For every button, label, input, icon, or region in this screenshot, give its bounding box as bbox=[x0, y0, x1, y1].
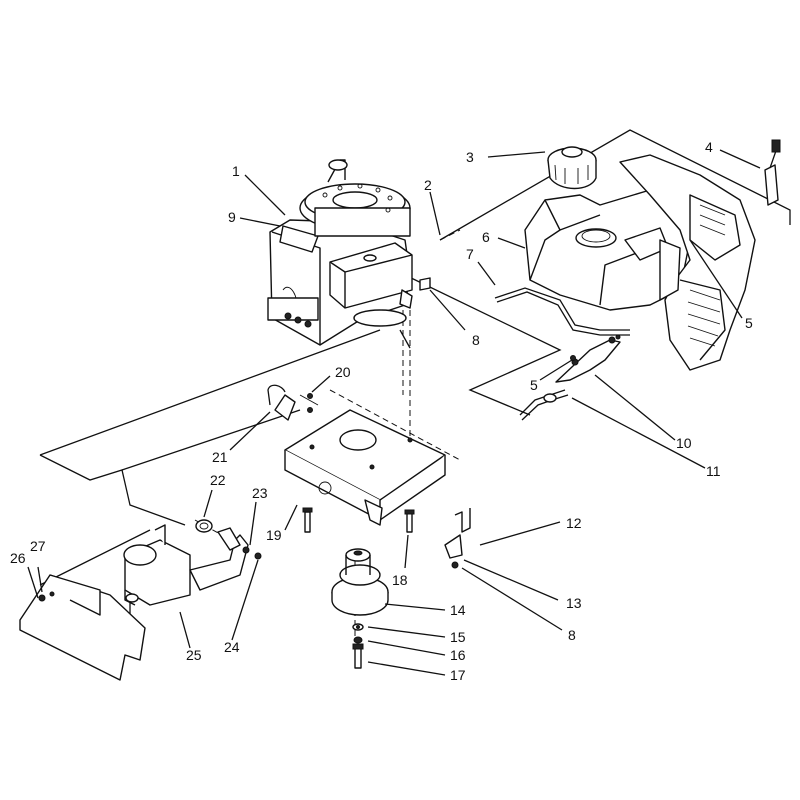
callout-25: 25 bbox=[186, 647, 202, 663]
callout-12: 12 bbox=[566, 515, 582, 531]
callout-16: 16 bbox=[450, 647, 466, 663]
plate-bolts bbox=[302, 507, 415, 533]
callout-11: 11 bbox=[706, 463, 721, 479]
callout-1: 1 bbox=[232, 163, 240, 179]
callout-3: 3 bbox=[466, 149, 474, 165]
callout-23: 23 bbox=[252, 485, 268, 501]
cable-bracket bbox=[267, 384, 319, 421]
callout-19: 19 bbox=[266, 527, 282, 543]
callout-9: 9 bbox=[228, 209, 236, 225]
callout-2: 2 bbox=[424, 177, 432, 193]
callout-26: 26 bbox=[10, 550, 26, 566]
callout-13: 13 bbox=[566, 595, 582, 611]
callout-leaders bbox=[27, 149, 761, 676]
muffler-assembly bbox=[123, 519, 262, 606]
callout-22: 22 bbox=[210, 472, 226, 488]
pulley-fasteners bbox=[352, 623, 364, 669]
callout-14: 14 bbox=[450, 602, 466, 618]
callout-17: 17 bbox=[450, 667, 466, 683]
mounting-plate bbox=[284, 409, 446, 526]
callout-4: 4 bbox=[705, 139, 713, 155]
fuel-lines bbox=[494, 287, 630, 421]
pulley bbox=[331, 548, 389, 616]
callout-27: 27 bbox=[30, 538, 46, 554]
callout-10: 10 bbox=[676, 435, 692, 451]
callout-20: 20 bbox=[335, 364, 351, 380]
callout-5b: 5 bbox=[530, 377, 538, 393]
misc-fasteners bbox=[419, 277, 621, 361]
callout-6: 6 bbox=[482, 229, 490, 245]
callout-21: 21 bbox=[212, 449, 228, 465]
callout-18: 18 bbox=[392, 572, 408, 588]
hood-body bbox=[619, 154, 756, 371]
callout-8a: 8 bbox=[472, 332, 480, 348]
callout-24: 24 bbox=[224, 639, 240, 655]
callout-5a: 5 bbox=[745, 315, 753, 331]
gas-cap bbox=[547, 146, 597, 190]
callout-8b: 8 bbox=[568, 627, 576, 643]
throttle-control bbox=[764, 139, 781, 206]
heat-shield bbox=[19, 574, 146, 681]
callout-15: 15 bbox=[450, 629, 466, 645]
idler-bracket bbox=[444, 508, 471, 569]
callout-numbers: 1 2 3 4 5 5 6 7 8 8 9 10 11 12 13 14 15 … bbox=[10, 139, 753, 683]
callout-7: 7 bbox=[466, 246, 474, 262]
engine bbox=[267, 159, 413, 346]
